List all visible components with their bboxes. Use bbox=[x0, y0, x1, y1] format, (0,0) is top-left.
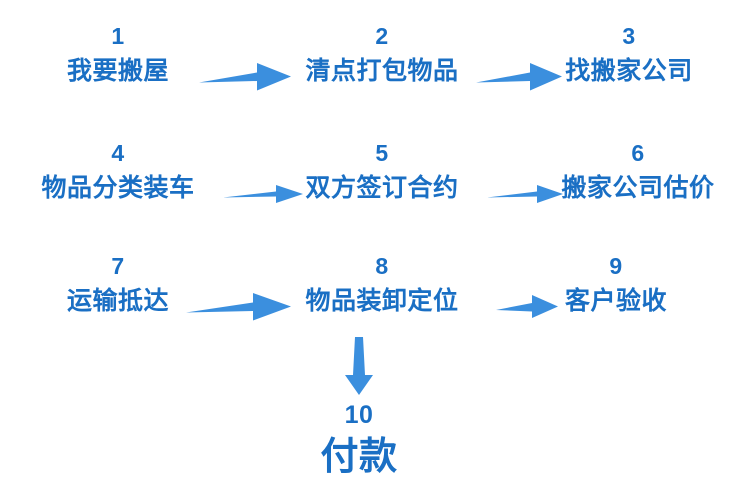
step-label-2: 清点打包物品 bbox=[305, 57, 459, 85]
step-node-4[interactable]: 4 物品分类装车 bbox=[41, 142, 194, 201]
step-node-3[interactable]: 3 找搬家公司 bbox=[565, 25, 693, 84]
step-number-4: 4 bbox=[111, 140, 125, 166]
step-label-6: 搬家公司估价 bbox=[561, 174, 715, 202]
step-number-7: 7 bbox=[111, 253, 125, 279]
step-label-8: 物品装卸定位 bbox=[305, 287, 459, 315]
step-node-7[interactable]: 7 运输抵达 bbox=[67, 255, 169, 314]
step-label-1: 我要搬屋 bbox=[66, 57, 170, 85]
arrow-step5-to-step6-icon bbox=[487, 182, 563, 206]
arrow-step4-to-step5-icon bbox=[223, 182, 303, 206]
arrow-step2-to-step3-icon bbox=[476, 60, 562, 94]
step-label-3: 找搬家公司 bbox=[565, 57, 693, 85]
step-number-8: 8 bbox=[375, 253, 389, 279]
step-node-9[interactable]: 9 客户验收 bbox=[565, 255, 667, 314]
step-label-7: 运输抵达 bbox=[66, 287, 170, 315]
step-node-6[interactable]: 6 搬家公司估价 bbox=[561, 142, 714, 201]
arrow-step7-to-step8-icon bbox=[186, 290, 291, 324]
step-node-5[interactable]: 5 双方签订合约 bbox=[305, 142, 458, 201]
step-node-1[interactable]: 1 我要搬屋 bbox=[67, 25, 169, 84]
step-node-2[interactable]: 2 清点打包物品 bbox=[305, 25, 458, 84]
arrow-step8-to-step9-icon bbox=[496, 292, 558, 320]
step-label-5: 双方签订合约 bbox=[305, 174, 459, 202]
step-label-9: 客户验收 bbox=[564, 287, 668, 315]
step-number-9: 9 bbox=[609, 253, 623, 279]
arrow-step1-to-step2-icon bbox=[199, 60, 291, 94]
step-label-10: 付款 bbox=[320, 436, 398, 478]
step-number-1: 1 bbox=[111, 23, 125, 49]
step-node-8[interactable]: 8 物品装卸定位 bbox=[305, 255, 458, 314]
step-label-4: 物品分类装车 bbox=[41, 174, 195, 202]
step-number-6: 6 bbox=[631, 140, 645, 166]
step-node-10[interactable]: 10 付款 bbox=[320, 401, 398, 478]
arrow-step8-to-step10-icon bbox=[343, 337, 375, 395]
step-number-10: 10 bbox=[344, 401, 374, 429]
step-number-5: 5 bbox=[375, 140, 389, 166]
step-number-3: 3 bbox=[622, 23, 636, 49]
step-number-2: 2 bbox=[375, 23, 389, 49]
